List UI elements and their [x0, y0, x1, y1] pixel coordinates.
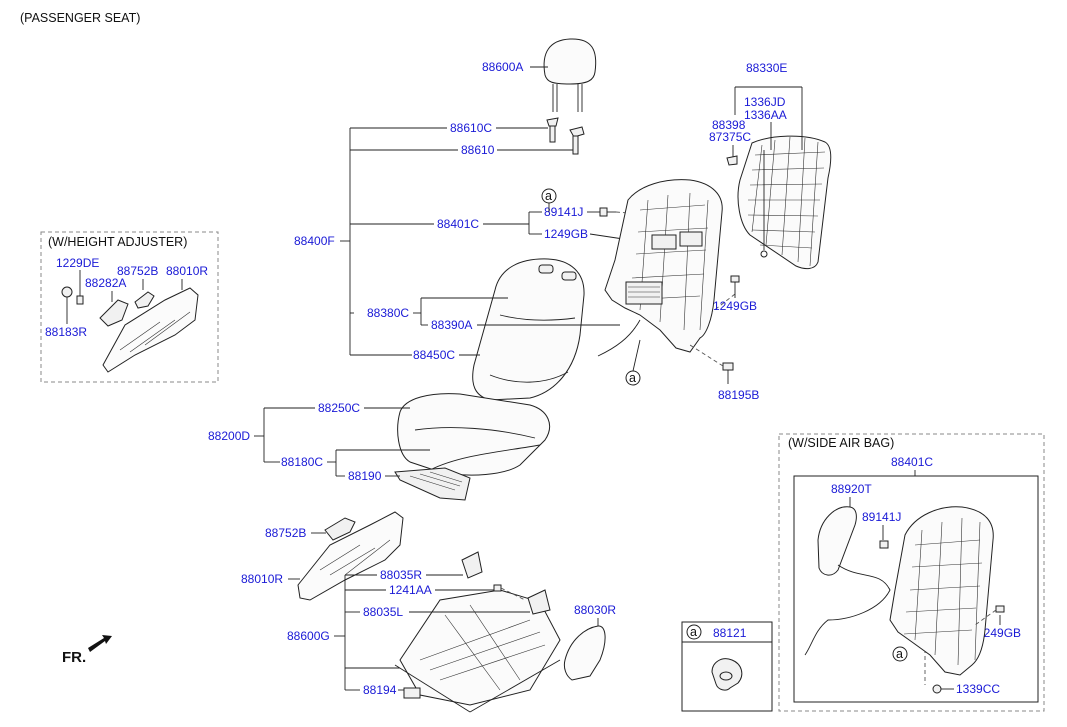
label-88398: 88398 — [712, 118, 746, 132]
callout-marker-inset: a — [896, 647, 903, 661]
front-arrow-icon — [88, 635, 112, 652]
label-88010R-inset: 88010R — [166, 264, 208, 278]
knob-88183R — [61, 286, 73, 298]
bracket-88035R — [461, 551, 483, 579]
label-88380C: 88380C — [367, 306, 409, 320]
legend-box — [681, 621, 773, 712]
screw-1229DE — [76, 295, 84, 305]
callout-marker-mid: a — [629, 371, 636, 385]
label-88200D: 88200D — [208, 429, 250, 443]
label-88250C: 88250C — [318, 401, 360, 415]
switch-88194 — [403, 687, 421, 699]
label-1229DE: 1229DE — [56, 256, 99, 270]
side-air-bag-title: (W/SIDE AIR BAG) — [788, 436, 894, 450]
headrest-guides — [546, 117, 585, 155]
seat-cushion-88250C — [397, 393, 550, 476]
legend-part-number: 88121 — [713, 626, 747, 640]
label-88600G: 88600G — [287, 629, 330, 643]
seatback-cushion-88380C — [472, 258, 585, 401]
bolt-89141J-inset — [879, 540, 889, 549]
trim-88752B — [324, 517, 356, 541]
shield-88010R-inset — [102, 287, 199, 373]
label-1249GB: 1249GB — [544, 227, 588, 241]
label-88330E: 88330E — [746, 61, 787, 75]
label-88920T: 88920T — [831, 482, 872, 496]
label-88610C: 88610C — [450, 121, 492, 135]
label-88183R: 88183R — [45, 325, 87, 339]
bolt-1249GB-right — [711, 275, 740, 313]
label-88035L: 88035L — [363, 605, 403, 619]
label-1249GB-inset: 1249GB — [977, 626, 1021, 640]
label-88401C-inset: 88401C — [891, 455, 933, 469]
seatback-frame-inset — [889, 506, 994, 676]
bolt-89141J — [599, 207, 641, 217]
label-88600A: 88600A — [482, 60, 523, 74]
label-88400F: 88400F — [294, 234, 335, 248]
side-shield-88010R — [297, 511, 404, 601]
nut-1339CC — [932, 684, 942, 694]
air-bag-module-88920T — [817, 506, 857, 576]
bracket-88035L — [527, 589, 551, 615]
label-88030R: 88030R — [574, 603, 616, 617]
bolt-1241AA — [493, 584, 526, 601]
label-88195B: 88195B — [718, 388, 759, 402]
label-88752B-inset: 88752B — [117, 264, 158, 278]
height-adjuster-title: (W/HEIGHT ADJUSTER) — [48, 235, 187, 249]
clip-87375C — [726, 155, 738, 166]
label-89141J-inset: 89141J — [862, 510, 901, 524]
label-88010R: 88010R — [241, 572, 283, 586]
front-direction-label: FR. — [62, 649, 86, 666]
lever-88282A — [99, 299, 129, 327]
label-88390A: 88390A — [431, 318, 472, 332]
label-1336AA: 1336AA — [744, 108, 787, 122]
air-bag-harness — [804, 564, 891, 656]
label-88282A: 88282A — [85, 276, 126, 290]
callout-marker-top: a — [545, 189, 552, 203]
label-89141J: 89141J — [544, 205, 583, 219]
trim-88752B-inset — [134, 291, 155, 309]
diagram-title: (PASSENGER SEAT) — [20, 11, 140, 25]
seatback-board-88330E — [737, 135, 832, 270]
label-88450C: 88450C — [413, 348, 455, 362]
bolt-1249GB-inset — [974, 605, 1005, 626]
label-1241AA: 1241AA — [389, 583, 432, 597]
seat-pad-88190 — [394, 467, 471, 501]
side-air-bag-inset — [778, 433, 1045, 712]
side-air-bag-frame-box — [793, 475, 1039, 703]
bolt-88195B — [689, 344, 734, 384]
label-88190: 88190 — [348, 469, 382, 483]
seat-track-88600G — [394, 589, 561, 713]
label-88752B: 88752B — [265, 526, 306, 540]
seatback-frame-88401C — [597, 179, 723, 357]
label-88180C: 88180C — [281, 455, 323, 469]
label-88035R: 88035R — [380, 568, 422, 582]
label-88401C: 88401C — [437, 217, 479, 231]
label-1249GB-right: 1249GB — [713, 299, 757, 313]
legend-marker: a — [690, 625, 697, 639]
label-1339CC: 1339CC — [956, 682, 1000, 696]
headrest-88600A — [543, 38, 597, 112]
cover-88030R — [563, 625, 606, 681]
label-88194: 88194 — [363, 683, 397, 697]
label-87375C: 87375C — [709, 130, 751, 144]
grommet-88121 — [711, 658, 743, 691]
height-adjuster-inset — [40, 231, 219, 383]
label-88610: 88610 — [461, 143, 495, 157]
label-1336JD: 1336JD — [744, 95, 786, 109]
